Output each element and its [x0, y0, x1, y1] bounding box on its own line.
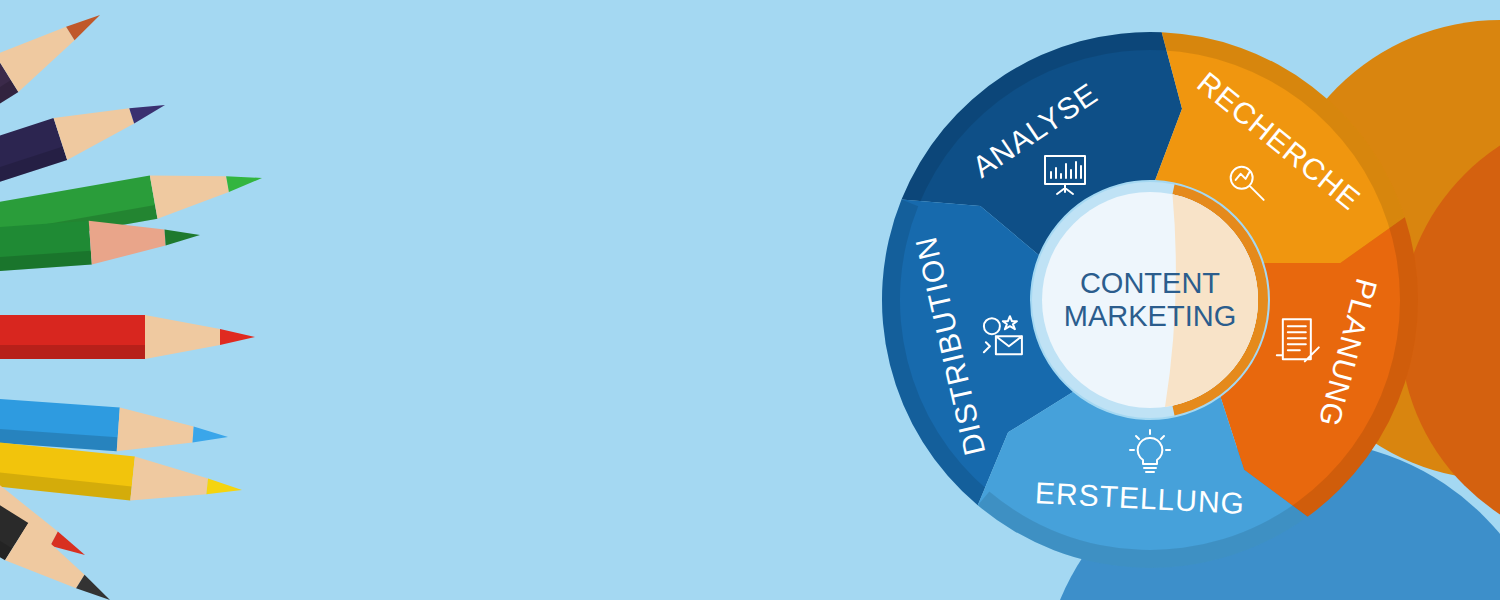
- center-label: CONTENT MARKETING: [1055, 267, 1245, 334]
- segment-icon: [984, 316, 1022, 354]
- pencil-illustration: [0, 213, 202, 299]
- center-disc: [1042, 192, 1258, 408]
- center-ring: [1032, 182, 1268, 418]
- pencil-illustration: [0, 263, 122, 600]
- segment-fill: [978, 392, 1308, 568]
- pencil-illustration: [0, 0, 112, 352]
- pencil-illustration: [0, 254, 95, 575]
- segment-rim: [1297, 217, 1418, 517]
- segment-icon: [1045, 156, 1085, 194]
- segment-fill: [1221, 217, 1418, 517]
- segment-icon: [1231, 167, 1264, 200]
- pencil-illustration: [0, 405, 244, 511]
- pencil-illustration: [0, 84, 172, 311]
- center-circle: CONTENT MARKETING: [1032, 182, 1268, 418]
- segment-icon: [1277, 319, 1319, 361]
- pencil-illustration: [0, 315, 255, 359]
- segment-rim: [902, 32, 1162, 206]
- segment-icon: [1130, 430, 1170, 472]
